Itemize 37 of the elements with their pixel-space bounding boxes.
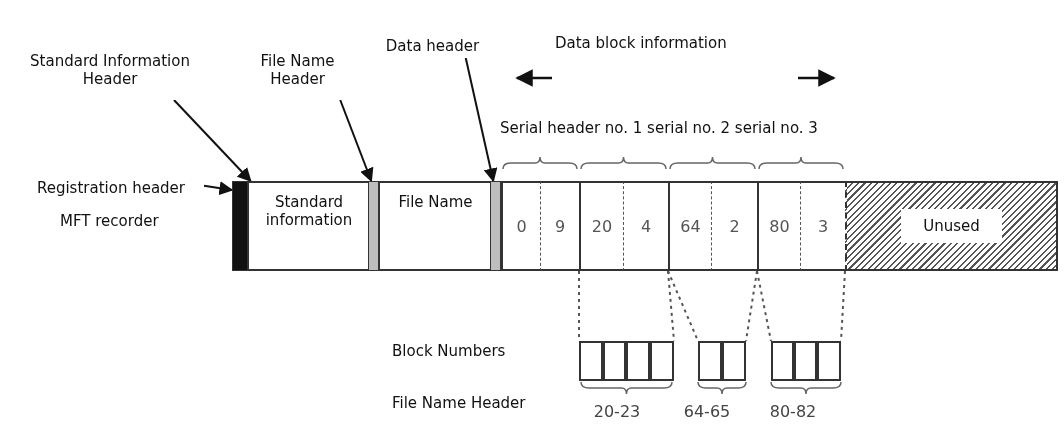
row-label: Block Numbers	[392, 342, 506, 360]
block-cell	[603, 341, 626, 381]
leader-arrow	[173, 99, 252, 182]
section-label: Serial header no. 1 serial no. 2 serial no. 3	[500, 119, 818, 137]
block-cell	[579, 341, 603, 381]
leader-arrow	[464, 57, 498, 183]
block-cell	[794, 341, 817, 381]
range-label: 64-65	[682, 402, 732, 421]
block-cell	[817, 341, 841, 381]
range-label: 20-23	[592, 402, 642, 421]
leader-arrow	[339, 99, 374, 183]
block-cell	[771, 341, 794, 381]
header-bar	[490, 181, 501, 271]
unused-area	[845, 181, 1058, 271]
unused-label: Unused	[901, 209, 1002, 243]
node-label: Registration header	[36, 179, 186, 197]
projection-line	[756, 270, 772, 342]
leader-arrow	[203, 181, 234, 196]
node-label: File Name Header	[260, 52, 335, 88]
record-field: 64	[668, 181, 711, 271]
node-label: Standard Information Header	[30, 52, 190, 88]
header-bar	[368, 181, 379, 271]
record-field: 2	[711, 181, 757, 271]
block-cell	[626, 341, 650, 381]
row-label: File Name Header	[392, 394, 526, 412]
record-field: 0	[501, 181, 540, 271]
header-bar	[232, 181, 248, 271]
record-label: MFT recorder	[60, 212, 159, 230]
block-cell	[650, 341, 674, 381]
block-cell	[698, 341, 722, 381]
section-label: Data block information	[555, 34, 727, 52]
record-field: 4	[623, 181, 668, 271]
record-field: 9	[540, 181, 579, 271]
record-field: 80	[757, 181, 800, 271]
block-cell	[722, 341, 746, 381]
range-label: 80-82	[768, 402, 818, 421]
record-field: 20	[579, 181, 623, 271]
